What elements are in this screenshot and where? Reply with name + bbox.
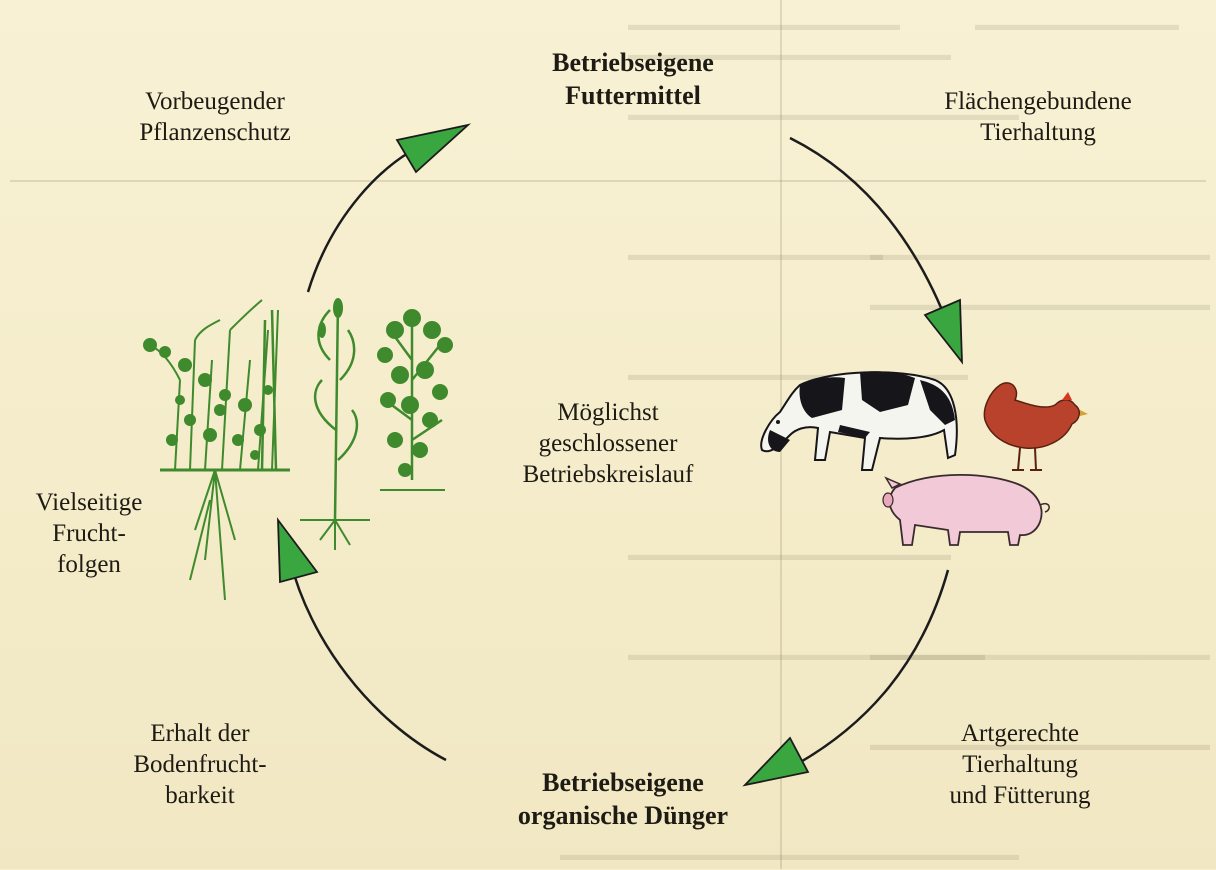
label-line: Frucht- [14,518,164,549]
label-line: Flächengebundene [898,86,1178,117]
label-line: Erhalt der [100,718,300,749]
label-line: Tierhaltung [920,749,1120,780]
pig-icon [883,475,1049,545]
label-line: Futtermittel [503,79,763,112]
label-line: Möglichst [488,397,728,428]
label-vielseitige-fruchtfolgen: Vielseitige Frucht- folgen [14,487,164,580]
label-line: Pflanzenschutz [100,117,330,148]
cycle-arrow-bottom-right [745,570,948,785]
label-artgerechte-tierhaltung: Artgerechte Tierhaltung und Fütterung [920,718,1120,811]
label-line: Betriebseigene [468,766,778,799]
label-line: Vielseitige [14,487,164,518]
label-line: organische Dünger [468,799,778,832]
cow-icon [761,371,957,470]
label-betriebskreislauf: Möglichst geschlossener Betriebskreislau… [488,397,728,490]
label-vorbeugender-pflanzenschutz: Vorbeugender Pflanzenschutz [100,86,330,148]
label-organische-duenger: Betriebseigene organische Dünger [468,766,778,832]
label-flaechengebundene-tierhaltung: Flächengebundene Tierhaltung [898,86,1178,148]
label-line: Bodenfrucht- [100,749,300,780]
label-line: Vorbeugender [100,86,330,117]
cycle-arrow-top-right [790,138,962,362]
cycle-arrow-bottom-left [278,520,446,760]
label-line: Betriebskreislauf [488,459,728,490]
label-line: folgen [14,549,164,580]
label-line: geschlossener [488,428,728,459]
chicken-icon [984,383,1088,470]
label-line: Betriebseigene [503,46,763,79]
cycle-arrow-top-left [308,125,468,292]
label-line: Tierhaltung [898,117,1178,148]
label-line: barkeit [100,780,300,811]
label-line: Artgerechte [920,718,1120,749]
label-betriebseigene-futtermittel: Betriebseigene Futtermittel [503,46,763,112]
label-line: und Fütterung [920,780,1120,811]
label-erhalt-bodenfruchtbarkeit: Erhalt der Bodenfrucht- barkeit [100,718,300,811]
